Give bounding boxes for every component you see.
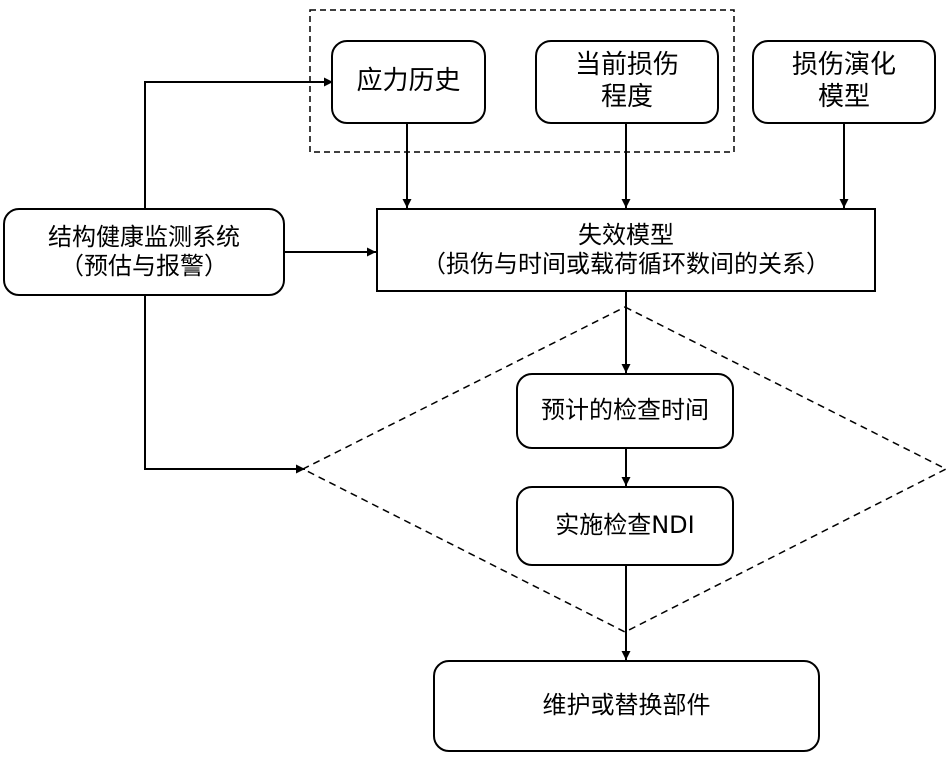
node-current-damage-line-1: 当前损伤 xyxy=(574,50,679,81)
node-stress-history-line-1: 应力历史 xyxy=(356,66,461,97)
inspection-loop-dashed-diamond xyxy=(301,306,948,633)
node-failure-model-line-2: （损伤与时间或载荷循环数间的关系） xyxy=(422,250,830,278)
node-current-damage-line-2: 程度 xyxy=(600,82,653,112)
node-stress-history: 应力历史 xyxy=(331,40,486,124)
node-perform-ndi-line-1: 实施检查NDI xyxy=(555,511,695,540)
node-predicted-inspection: 预计的检查时间 xyxy=(516,373,734,449)
node-maintain-replace: 维护或替换部件 xyxy=(433,660,820,752)
node-shm-system-line-2: （预估与报警） xyxy=(60,252,228,280)
node-damage-evolution-line-1: 损伤演化 xyxy=(791,50,896,81)
node-perform-ndi: 实施检查NDI xyxy=(516,486,734,566)
arrow-shm-stress-link xyxy=(140,77,333,217)
node-failure-model-line-1: 失效模型 xyxy=(578,220,674,249)
arrow-shm-diamond-link xyxy=(140,287,305,474)
node-maintain-replace-line-1: 维护或替换部件 xyxy=(542,691,711,720)
node-shm-system: 结构健康监测系统 （预估与报警） xyxy=(3,208,285,296)
node-predicted-inspection-line-1: 预计的检查时间 xyxy=(541,396,709,425)
node-failure-model: 失效模型 （损伤与时间或载荷循环数间的关系） xyxy=(376,208,876,292)
node-damage-evolution-line-2: 模型 xyxy=(817,82,870,112)
node-damage-evolution: 损伤演化 模型 xyxy=(752,40,936,124)
node-shm-system-line-1: 结构健康监测系统 xyxy=(48,222,240,251)
node-current-damage: 当前损伤 程度 xyxy=(535,40,719,124)
